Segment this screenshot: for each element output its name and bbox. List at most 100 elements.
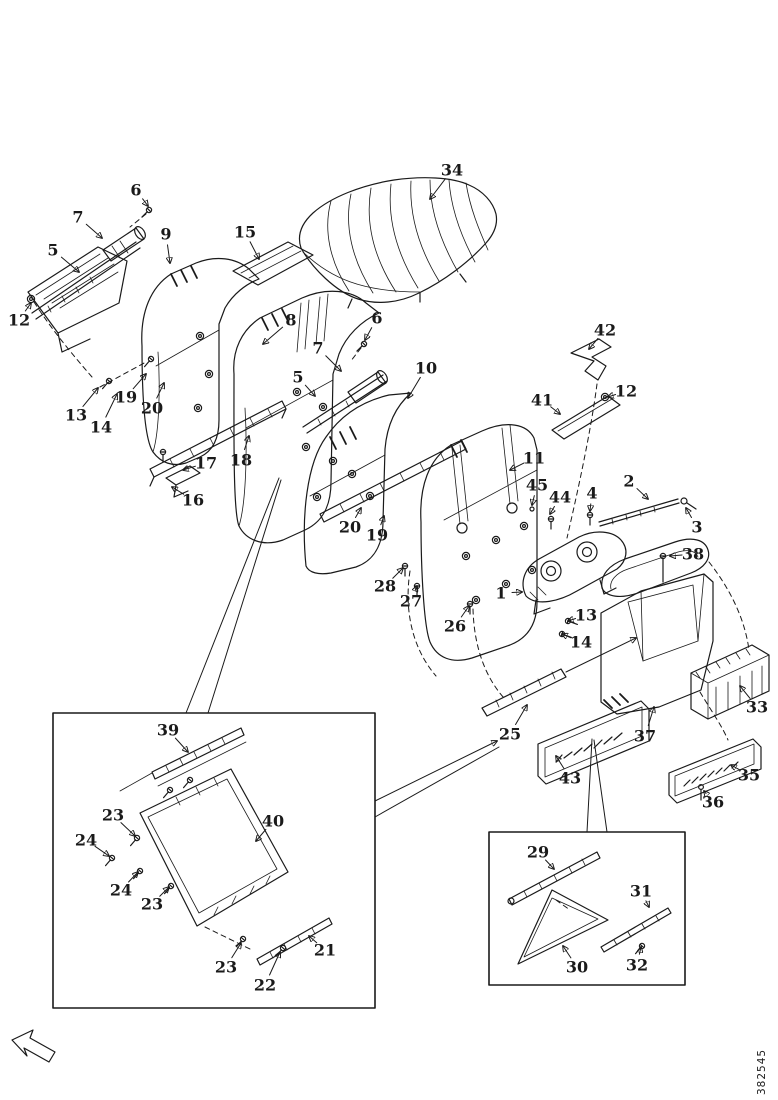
leader-line-20 [156,383,164,399]
leader-line-45 [532,495,534,505]
leader-line-31 [646,900,649,907]
part-label-7: 7 [312,339,323,358]
part-label-25: 25 [499,725,521,744]
part-label-33: 33 [746,698,768,717]
leader-line-5 [304,384,315,396]
leader-line-43 [556,756,565,770]
part-label-21: 21 [314,941,336,960]
sill-strip-18 [149,400,287,487]
part-label-44: 44 [549,488,571,507]
leader-line-8 [263,326,284,344]
leader-line-13 [568,618,577,621]
leader-line-32 [639,947,641,955]
screw-38 [659,552,667,583]
name-plate-43 [537,700,650,785]
part-label-2: 2 [623,472,634,491]
part-label-24: 24 [75,831,97,850]
leader-line-12 [608,394,617,397]
sill-strip-center [319,440,467,523]
screw-36 [697,783,704,801]
leader-line-26 [460,606,469,618]
inset-frames [52,712,686,1009]
part-label-5: 5 [292,368,303,387]
leader-line-44 [550,505,554,514]
stay-rod-2 [598,497,697,527]
part-label-23: 23 [215,958,237,977]
leader-line-34 [430,178,446,199]
part-label-14: 14 [90,418,112,437]
fender-panel-11 [420,424,538,661]
leader-line-13 [82,388,98,407]
detail-pointer-to-mudflap-inset [185,477,282,714]
assembly-line-42 [566,383,598,539]
leader-line-39 [174,737,188,752]
leader-line-21 [309,936,318,944]
leader-line-23 [231,943,241,959]
part-label-6: 6 [371,309,382,328]
part-label-13: 13 [65,406,87,425]
part-label-26: 26 [444,617,466,636]
leader-line-15 [249,241,259,259]
leader-line-17 [183,466,196,470]
emblem-42 [570,338,612,381]
leader-line-7 [85,223,102,238]
hood-panel-37 [600,573,714,715]
part-label-43: 43 [559,769,581,788]
part-label-13: 13 [575,606,597,625]
part-label-23: 23 [141,895,163,914]
leader-line-24 [128,872,138,883]
fender-panel-9 [141,257,260,466]
part-label-18: 18 [230,451,252,470]
leader-line-12 [24,303,31,312]
hinge-rod-assembly-center [302,339,388,434]
part-label-3: 3 [691,518,702,537]
document-number: 382545 [756,1048,768,1095]
part-label-42: 42 [594,321,616,340]
part-label-34: 34 [441,161,463,180]
leader-line-19 [132,374,146,390]
leader-line-35 [731,765,740,770]
cover-plate-15 [232,241,314,286]
leader-line-41 [550,406,560,414]
leader-line-14 [562,634,572,638]
leader-line-29 [545,859,554,869]
part-label-31: 31 [630,882,652,901]
leader-line-4 [590,503,591,511]
leader-line-28 [392,568,403,579]
part-label-37: 37 [634,727,656,746]
hinge-rod-assembly-left [26,205,154,378]
leader-line-2 [636,488,648,499]
part-label-45: 45 [526,476,548,495]
leader-line-36 [704,791,706,793]
direction-of-travel-arrow [11,1029,56,1063]
leader-line-30 [563,946,572,959]
part-label-19: 19 [366,526,388,545]
grille-panel-34 [298,177,498,309]
part-label-30: 30 [566,958,588,977]
part-label-40: 40 [262,812,284,831]
part-label-27: 27 [400,592,422,611]
assembly-line-33 [708,561,750,651]
part-label-32: 32 [626,956,648,975]
leader-line-14 [105,394,117,418]
leader-line-19 [381,516,384,526]
leader-line-16 [172,487,185,495]
leader-line-25 [515,705,527,726]
part-label-20: 20 [141,399,163,418]
leader-line-10 [408,376,421,398]
leader-line-40 [256,828,267,841]
leader-line-23 [120,822,135,836]
leader-line-42 [589,337,599,349]
part-label-11: 11 [523,449,545,468]
leader-line-11 [510,462,525,470]
mounting-bolts-left [99,354,156,391]
inset-stay-detail [507,851,672,965]
leader-line-6 [365,327,373,340]
part-label-16: 16 [182,491,204,510]
part-label-7: 7 [72,208,83,227]
part-label-6: 6 [130,181,141,200]
leader-line-5 [60,256,79,272]
leader-line-7 [325,355,341,371]
